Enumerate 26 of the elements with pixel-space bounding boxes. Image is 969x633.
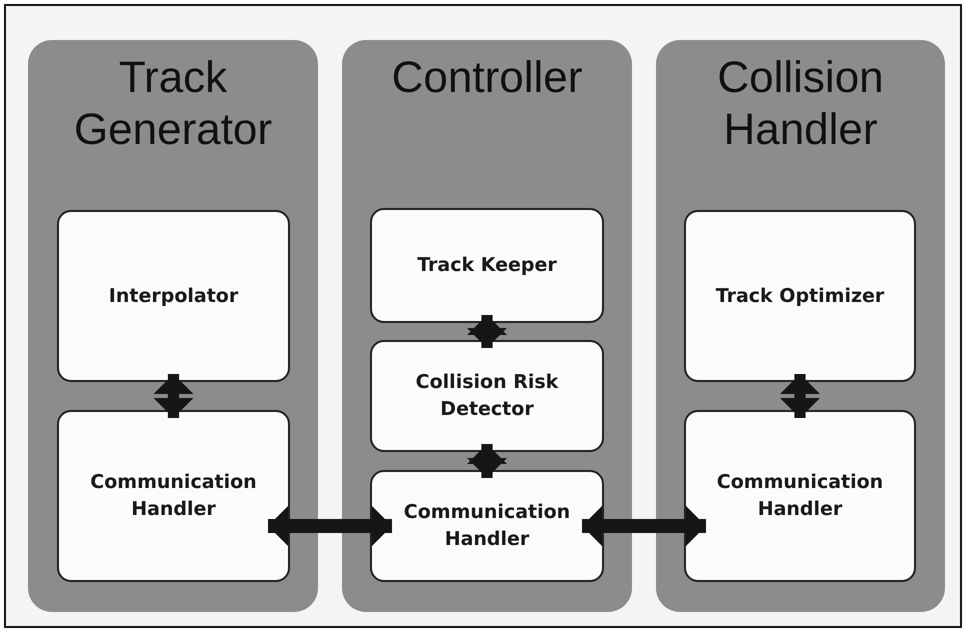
double-arrow [780, 374, 820, 418]
component-box [684, 210, 916, 382]
double-arrow [467, 315, 507, 348]
component-box [370, 208, 604, 323]
module-panel [656, 40, 945, 612]
component-box [684, 410, 916, 582]
component-label: Track Optimizer [716, 284, 884, 308]
component-box [57, 410, 290, 582]
module-title: Controller [390, 52, 584, 104]
component-label: Communication Handler [716, 470, 884, 522]
component-box [57, 210, 290, 382]
component-label: Interpolator [108, 284, 238, 308]
component-box [370, 470, 604, 582]
module-title: Track Generator [72, 52, 274, 156]
double-arrow [154, 374, 194, 418]
component-box [370, 340, 604, 452]
double-arrow [268, 506, 392, 546]
component-label: Communication Handler [89, 470, 258, 522]
component-label: Collision Risk Detector [414, 370, 560, 422]
double-arrow [467, 444, 507, 478]
double-arrow [582, 506, 706, 546]
module-panel [342, 40, 632, 612]
component-label: Communication Handler [402, 500, 572, 552]
module-title: Collision Handler [716, 52, 885, 156]
component-label: Track Keeper [417, 253, 557, 278]
module-panel [28, 40, 318, 612]
